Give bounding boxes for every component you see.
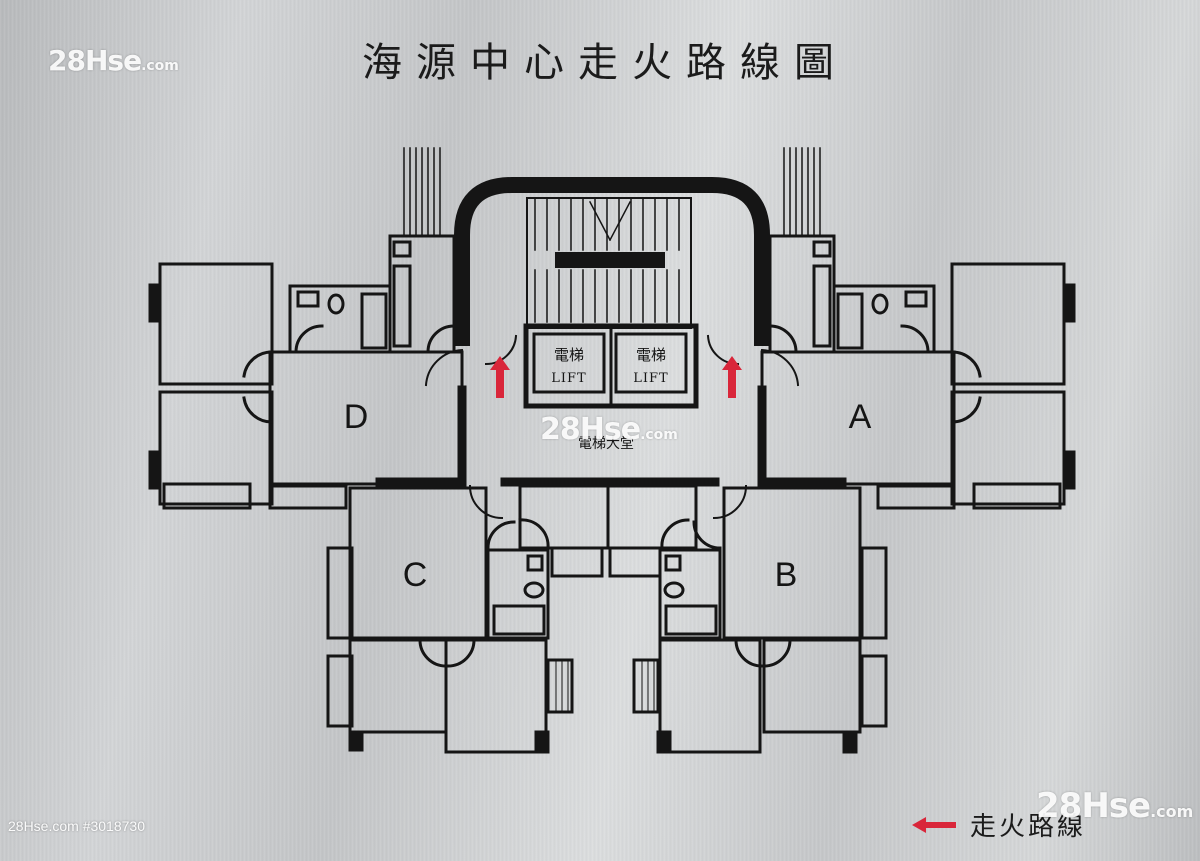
unit-a-label: A (849, 398, 872, 436)
escape-arrow-left (490, 356, 510, 398)
unit-d (148, 147, 464, 510)
svg-text:LIFT: LIFT (551, 371, 586, 386)
lobby-doors (424, 334, 800, 520)
escape-arrows (490, 356, 742, 398)
unit-c-label: C (403, 556, 428, 594)
lift-lobby-label: 電梯大堂 (578, 436, 634, 452)
lift-2-label: 電梯 LIFT (633, 346, 668, 386)
svg-text:LIFT: LIFT (633, 371, 668, 386)
stair-enclosure (454, 177, 770, 346)
watermark-center: 28Hse.com (540, 412, 678, 447)
legend: 走火路線 (910, 806, 1086, 843)
unit-b-label: B (775, 556, 798, 594)
lift-shafts (523, 323, 699, 409)
escape-arrow-right (722, 356, 742, 398)
lift-1-label: 電梯 LIFT (551, 346, 586, 386)
service-corridor (518, 484, 698, 578)
unit-d-label: D (344, 398, 369, 436)
svg-text:電梯: 電梯 (636, 346, 666, 364)
listing-id: 28Hse.com #3018730 (8, 818, 145, 834)
legend-label: 走火路線 (970, 812, 1087, 842)
unit-b (632, 486, 888, 754)
escape-route-arrow-icon (912, 816, 956, 833)
watermark-top-left: 28Hse.com (48, 44, 179, 77)
plan-title: 海源中心走火路線圖 (362, 40, 848, 86)
unit-a (760, 147, 1076, 510)
svg-text:電梯: 電梯 (554, 346, 584, 364)
unit-c (326, 486, 574, 754)
watermark-bottom-right: 28Hse.com (1036, 786, 1194, 826)
